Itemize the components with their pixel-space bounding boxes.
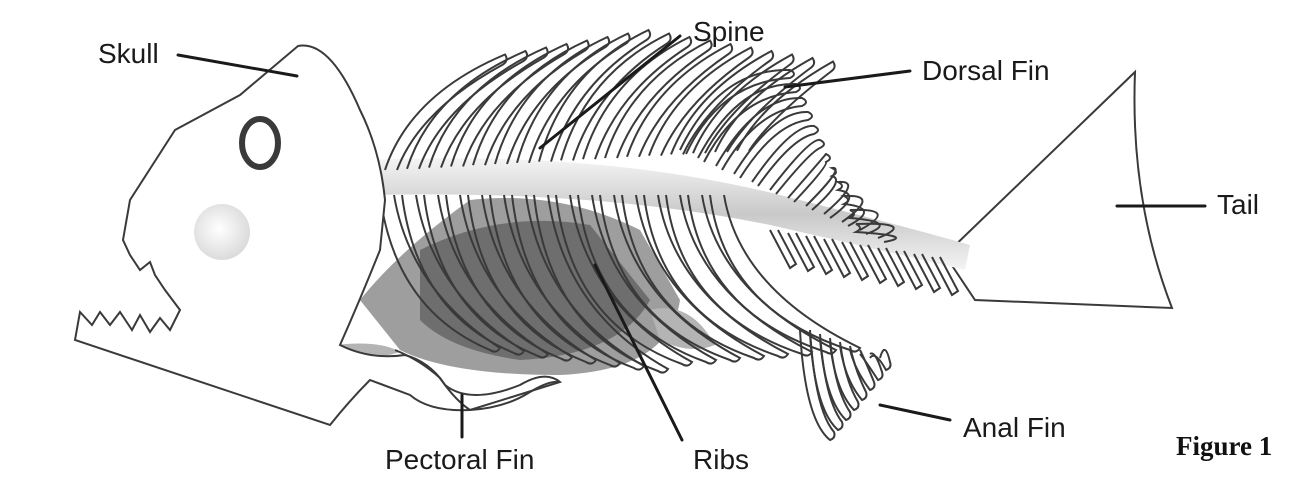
rib [621,194,766,361]
dorsal-spines [384,28,836,171]
rib [379,194,502,353]
dorsal-fin-ray [852,222,897,243]
dorsal-fin-ray [805,166,837,211]
dorsal-spine [560,32,672,161]
dorsal-fin-ray [769,138,825,195]
dorsal-fin-rays [679,68,897,243]
label-dorsal-fin: Dorsal Fin [922,55,1050,86]
label-anal-fin: Anal Fin [963,412,1066,443]
leader-lines [176,34,1207,442]
dorsal-spine [538,28,652,162]
peduncle-bone [913,253,942,294]
body-cavity [335,198,715,375]
rib [577,194,718,365]
dorsal-spine [450,42,570,167]
dorsal-spine [626,42,734,158]
rib [709,194,862,353]
rib [401,194,526,356]
rib [533,194,670,374]
peduncle-bone [895,250,924,291]
cheek-bone [194,204,250,260]
peduncle-bones [769,229,960,297]
rib [665,194,814,357]
anal-fin-leader [878,403,952,422]
dorsal-spine [736,60,836,152]
peduncle-bone [787,232,816,273]
dorsal-spine [516,32,631,164]
spine-column [370,158,970,270]
dorsal-fin-leader [783,69,912,89]
peduncle-bone [877,247,906,288]
dorsal-spine [428,46,549,168]
rib-bones [379,194,862,374]
rib [467,194,598,365]
label-skull: Skull [98,38,159,69]
peduncle-bone [859,244,888,285]
rib [643,194,790,359]
label-ribs: Ribs [693,444,750,475]
dorsal-fin-ray [823,180,851,219]
spine-leader [538,34,682,150]
peduncle-bone [823,238,852,279]
rib [423,194,550,359]
peduncle-bone [841,241,870,282]
pectoral-fin-shape [394,349,561,412]
dorsal-spine [406,49,529,170]
dorsal-fin-ray [679,68,795,155]
tail-fin [943,69,1174,310]
dorsal-spine [472,39,590,166]
dorsal-spine [670,49,775,155]
anal-fin-rays [799,329,892,442]
peduncle-bone [805,235,834,276]
dorsal-spine [604,39,713,159]
ribs-leader [593,263,684,442]
dorsal-spine [692,53,795,154]
rib [599,194,742,363]
peduncle-bone [931,256,960,297]
dorsal-fin-ray [840,194,865,227]
dorsal-spine [648,46,754,156]
rib [511,194,646,371]
rib [445,194,574,362]
skull-outline [73,44,563,427]
figure-caption: Figure 1 [1176,431,1273,461]
dorsal-fin-ray [751,124,819,187]
dorsal-spine [494,35,611,165]
peduncle-bone [769,229,798,270]
label-tail: Tail [1217,189,1260,220]
skull-leader [176,53,299,78]
dorsal-fin-ray [787,152,831,203]
dorsal-spine [384,53,508,171]
eye-socket [239,116,281,170]
rib [489,194,622,368]
anal-fin-ray [869,349,892,372]
dorsal-fin-ray [715,96,807,171]
dorsal-fin-ray [697,82,801,163]
dorsal-fin-ray [733,110,813,179]
dorsal-spine [582,35,693,160]
label-pectoral-fin: Pectoral Fin [385,444,535,475]
label-spine: Spine [693,16,765,47]
